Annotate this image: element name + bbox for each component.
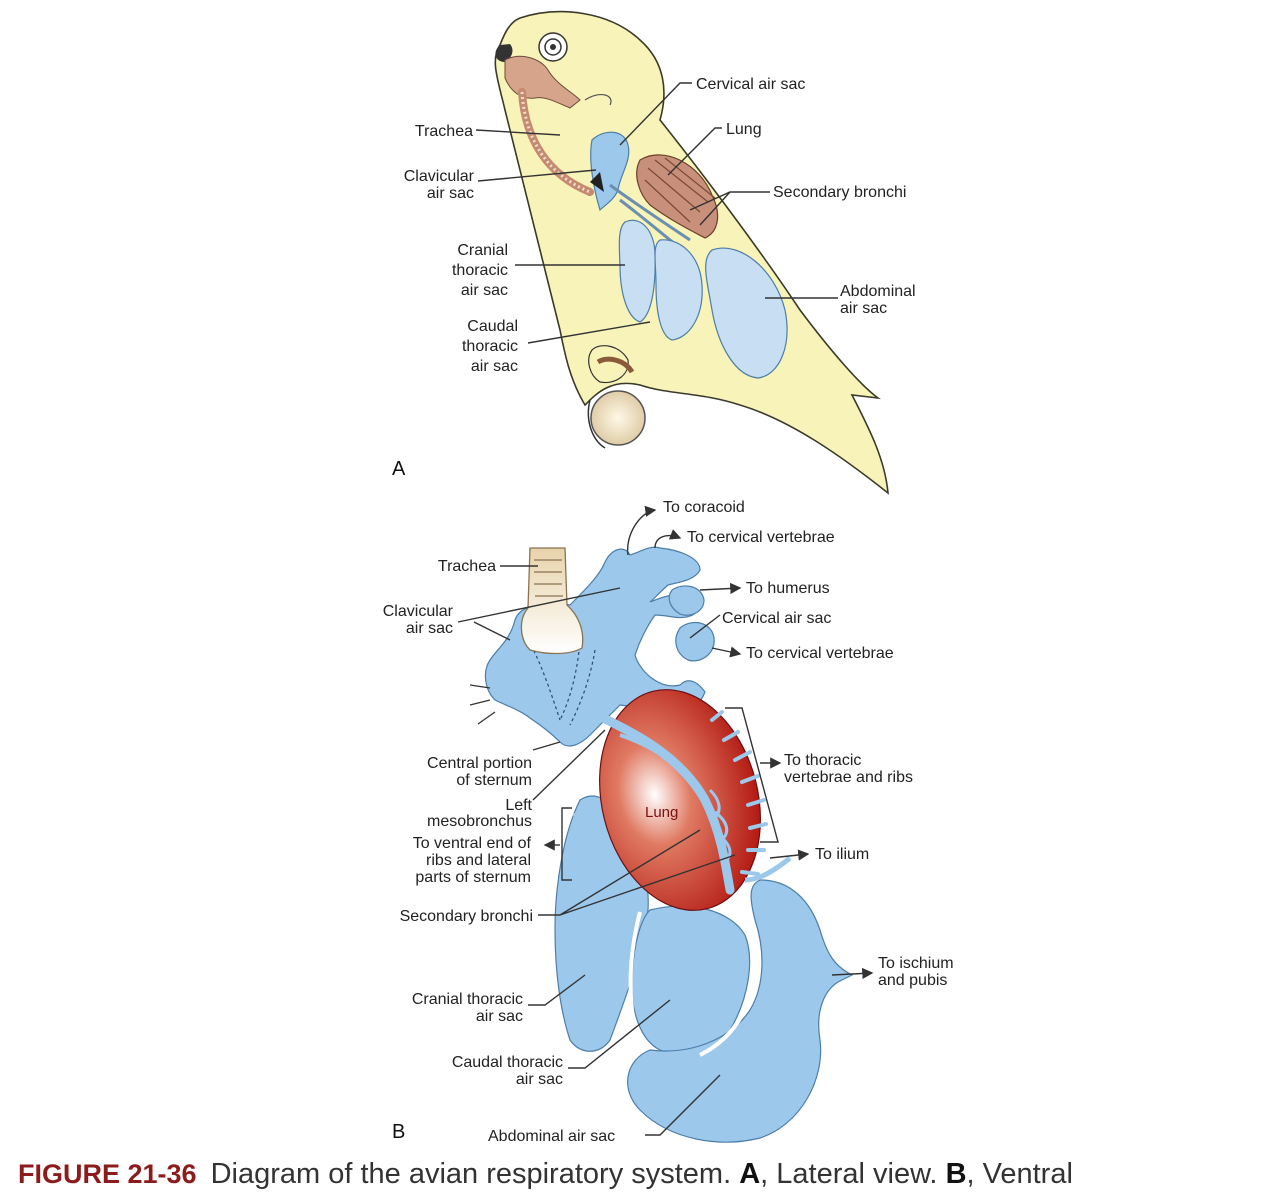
label-b-trachea: Trachea [438,558,496,575]
panel-b-letter: B [392,1121,405,1143]
panel-a-letter: A [392,458,406,480]
avian-respiratory-diagram: Cervical air sac Trachea Lung Clavicular… [383,10,954,1145]
label-b-caudal-thoracic-2: air sac [516,1071,563,1088]
label-b-to-thoracic-1: To thoracic [784,752,861,769]
label-b-central-1: Central portion [427,755,532,772]
caption-text-2: , Lateral view. [760,1158,938,1190]
label-a-caudal-3: air sac [471,358,518,375]
label-b-to-ilium: To ilium [815,846,869,863]
label-b-to-ventral-3: parts of sternum [415,869,531,886]
figure-caption: FIGURE 21-36 Diagram of the avian respira… [18,1158,1280,1191]
panel-a-lateral-view: Cervical air sac Trachea Lung Clavicular… [392,10,916,495]
egg-shape [590,390,646,446]
beak-shape [495,44,513,62]
caption-text-3: , Ventral [966,1158,1073,1190]
label-b-secondary-bronchi: Secondary bronchi [400,908,533,925]
label-b-to-ventral-2: ribs and lateral [426,852,531,869]
label-b-to-ventral-1: To ventral end of [413,835,532,852]
label-a-clavicular-2: air sac [427,185,474,202]
figure-number: FIGURE 21-36 [18,1159,197,1189]
caption-a-letter: A [739,1158,761,1190]
label-a-secondary-bronchi: Secondary bronchi [773,184,906,201]
label-b-cervical-air-sac: Cervical air sac [722,610,831,627]
label-a-cranial-3: air sac [461,282,508,299]
label-a-cranial-2: thoracic [452,262,508,279]
abdominal-air-sac-a [705,247,788,379]
label-b-abdominal-air-sac: Abdominal air sac [488,1128,615,1145]
caudal-thoracic-air-sac-a [654,239,703,341]
label-a-abdominal-2: air sac [840,300,887,317]
label-b-lung: Lung [645,804,678,821]
label-b-to-coracoid: To coracoid [663,499,745,516]
label-b-to-ischium-1: To ischium [878,955,954,972]
abdominal-air-sac-b [627,879,854,1143]
label-b-to-cervical-vertebrae-2: To cervical vertebrae [746,645,894,662]
label-b-left-meso-2: mesobronchus [427,813,532,830]
label-a-caudal-2: thoracic [462,338,518,355]
label-b-left-meso-1: Left [505,797,532,814]
caption-b-letter: B [945,1158,967,1190]
label-a-clavicular-1: Clavicular [404,168,475,185]
label-b-to-humerus: To humerus [746,580,830,597]
label-b-to-ischium-2: and pubis [878,972,947,989]
label-a-abdominal-1: Abdominal [840,283,916,300]
panel-b-ventral-view: To coracoid To cervical vertebrae Trache… [383,499,954,1145]
label-a-trachea: Trachea [415,123,473,140]
label-a-lung: Lung [726,121,762,138]
cranial-thoracic-air-sac-a [618,219,656,323]
label-b-to-thoracic-2: vertebrae and ribs [784,769,913,786]
label-b-clavicular-1: Clavicular [383,603,454,620]
label-a-cranial-1: Cranial [457,242,508,259]
trachea-b [520,547,584,655]
label-b-to-cervical-vertebrae-1: To cervical vertebrae [687,529,835,546]
label-b-cranial-thoracic-2: air sac [476,1008,523,1025]
label-b-cranial-thoracic-1: Cranial thoracic [412,991,523,1008]
label-a-cervical-air-sac: Cervical air sac [696,76,805,93]
label-a-caudal-1: Caudal [467,318,518,335]
label-b-caudal-thoracic-1: Caudal thoracic [452,1054,563,1071]
caption-text-1: Diagram of the avian respiratory system. [210,1158,732,1190]
label-b-clavicular-2: air sac [406,620,453,637]
label-b-central-2: of sternum [456,772,532,789]
